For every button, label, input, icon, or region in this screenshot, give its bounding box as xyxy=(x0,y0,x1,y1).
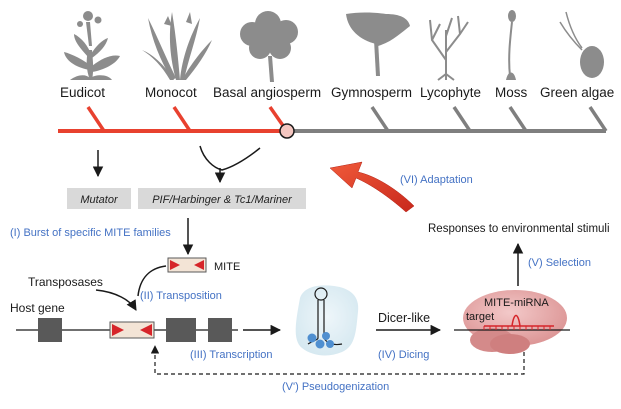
step-burst-label: (I) Burst of specific MITE families xyxy=(10,227,171,239)
taxon-label-green-algae: Green algae xyxy=(540,85,614,100)
target-ribosome-icon xyxy=(463,290,567,354)
gymnosperm-tick xyxy=(370,106,390,132)
taxon-label-monocot: Monocot xyxy=(145,85,197,100)
hairpin-rna-icon xyxy=(295,285,359,356)
pif-tc1-box xyxy=(138,188,306,209)
basal-angiosperm-tick xyxy=(268,105,286,129)
green-algae-tick xyxy=(588,106,608,132)
mutator-box xyxy=(67,188,131,209)
angiosperm-origin-node xyxy=(279,123,295,139)
taxon-label-eudicot: Eudicot xyxy=(60,85,105,100)
target-label: target xyxy=(466,311,494,323)
exon-3 xyxy=(208,318,232,342)
taxon-label-lycophyte: Lycophyte xyxy=(420,85,481,100)
step-adaptation-label: (VI) Adaptation xyxy=(400,174,473,186)
host-gene-label: Host gene xyxy=(10,301,65,315)
monocot-tick xyxy=(172,106,192,132)
mite-mirna-label: MITE-miRNA xyxy=(484,297,549,309)
inserted-mite-icon xyxy=(109,321,155,339)
mite-to-insertion-curve xyxy=(137,265,167,297)
monocot-plant-icon xyxy=(142,12,212,80)
step-pseudogenization-label: (V') Pseudogenization xyxy=(282,381,389,393)
dicer-like-label: Dicer-like xyxy=(378,311,430,325)
transposases-label: Transposases xyxy=(28,275,103,289)
mirna-bulge xyxy=(511,314,521,327)
exon-1 xyxy=(38,318,62,342)
pif-tc1-label: PIF/Harbinger & Tc1/Mariner xyxy=(152,194,293,206)
phylogeny-axis xyxy=(58,105,608,139)
merge-bracket xyxy=(199,145,261,171)
gymnosperm-plant-icon xyxy=(346,12,410,76)
step-transcription-label: (III) Transcription xyxy=(190,349,273,361)
pseudogenization-dashed-arrow xyxy=(150,345,525,375)
taxon-label-basal-angiosperm: Basal angiosperm xyxy=(213,85,321,100)
exon-2 xyxy=(166,318,196,342)
mite-label: MITE xyxy=(214,261,240,273)
responses-label: Responses to environmental stimuli xyxy=(428,223,610,235)
base-pair-ticks xyxy=(483,326,551,330)
moss-plant-icon xyxy=(506,10,516,80)
adaptation-red-arrow xyxy=(329,161,415,213)
eudicot-plant-icon xyxy=(64,11,120,80)
eudicot-tick xyxy=(86,106,106,132)
host-gene xyxy=(16,318,238,342)
step-transposition-label: (II) Transposition xyxy=(140,290,222,302)
mite-element-icon xyxy=(167,257,207,273)
step-dicing-label: (IV) Dicing xyxy=(378,349,429,361)
transposase-arrow xyxy=(95,289,137,311)
green-algae-icon xyxy=(559,11,604,78)
moss-tick xyxy=(508,106,528,132)
taxon-label-gymnosperm: Gymnosperm xyxy=(331,85,412,100)
taxon-label-moss: Moss xyxy=(495,85,528,100)
lycophyte-tick xyxy=(452,106,472,132)
basal-angiosperm-plant-icon xyxy=(240,11,298,82)
lycophyte-plant-icon xyxy=(429,15,469,81)
mutator-label: Mutator xyxy=(80,194,119,206)
step-selection-label: (V) Selection xyxy=(528,257,591,269)
